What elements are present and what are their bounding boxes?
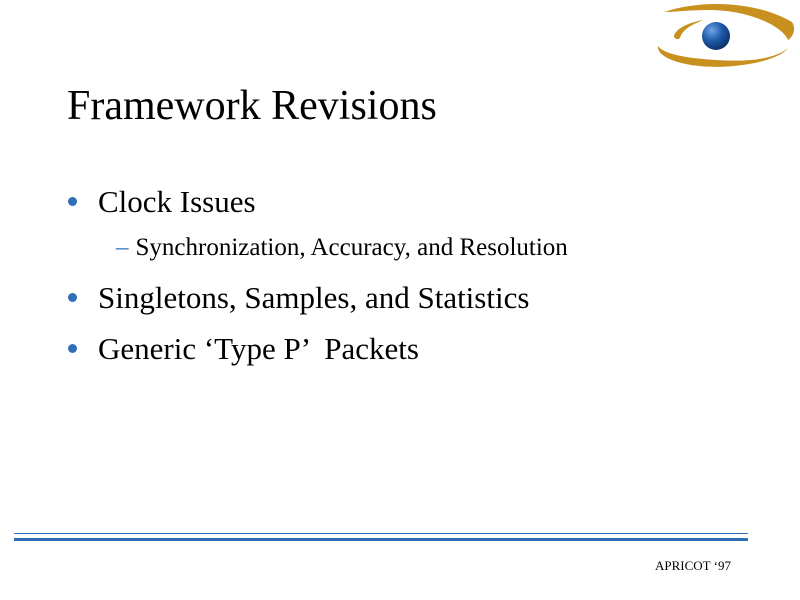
bullet-dot-icon bbox=[68, 197, 77, 206]
eye-orbit-logo-icon bbox=[657, 3, 795, 67]
bullet-text: Singletons, Samples, and Statistics bbox=[98, 280, 530, 315]
footer-text: APRICOT ‘97 bbox=[655, 558, 731, 573]
sub-bullet-item: –Synchronization, Accuracy, and Resoluti… bbox=[116, 233, 568, 263]
sub-bullet-text: Synchronization, Accuracy, and Resolutio… bbox=[135, 234, 568, 261]
bullet-dot-icon bbox=[68, 293, 77, 302]
slide-title: Framework Revisions bbox=[67, 83, 437, 129]
footer-divider-thick bbox=[14, 538, 748, 541]
bullet-dot-icon bbox=[68, 344, 77, 353]
dash-bullet-icon: – bbox=[116, 234, 129, 261]
bullet-text: Generic ‘Type P’ Packets bbox=[98, 331, 419, 366]
bullet-text: Clock Issues bbox=[98, 184, 256, 219]
footer-divider-thin bbox=[14, 533, 748, 534]
